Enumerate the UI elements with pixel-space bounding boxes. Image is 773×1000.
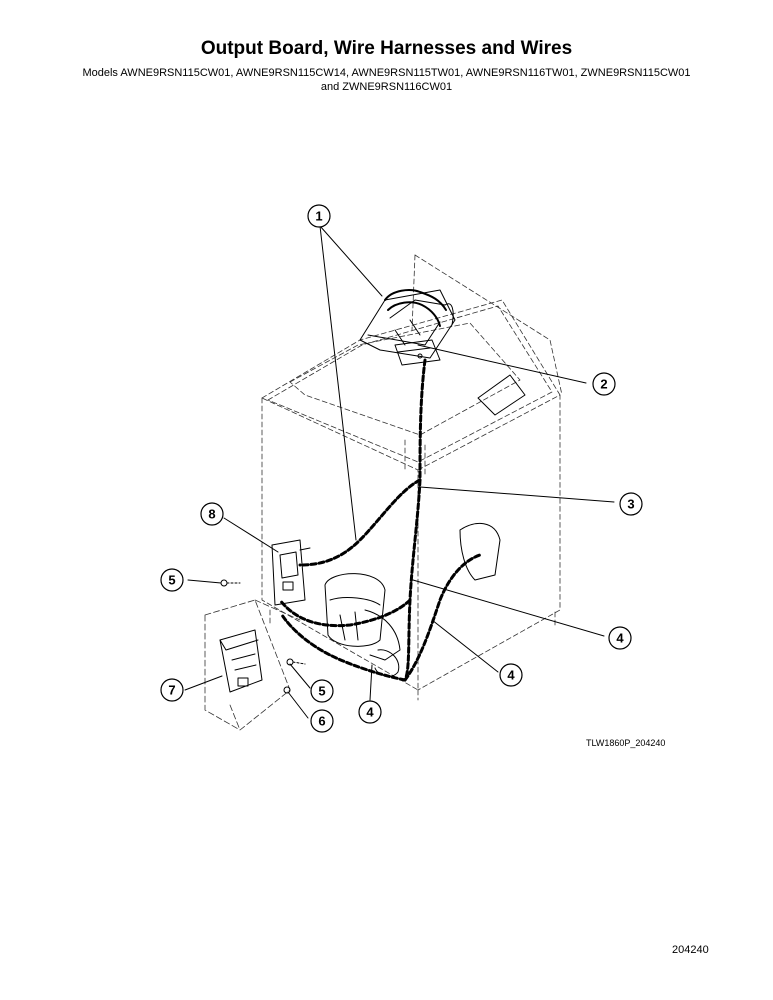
callout-label: 7 xyxy=(168,683,175,698)
page-title: Output Board, Wire Harnesses and Wires xyxy=(200,38,573,59)
callout-label: 5 xyxy=(318,684,325,699)
callout-label: 1 xyxy=(315,209,322,224)
page-number: 204240 xyxy=(672,944,709,956)
callout-label: 3 xyxy=(627,497,634,512)
callout-label: 6 xyxy=(318,714,325,729)
output-board xyxy=(394,339,441,366)
harness-coil xyxy=(384,289,447,327)
washer-cabinet-outline xyxy=(261,254,563,701)
motor-and-pump xyxy=(324,522,501,677)
callout-label: 5 xyxy=(168,573,175,588)
control-bracket xyxy=(271,539,311,606)
drawing-code: TLW1860P_204240 xyxy=(586,738,666,748)
wire-harness-routing xyxy=(278,358,482,682)
model-list: Models AWNE9RSN115CW01, AWNE9RSN115CW14,… xyxy=(40,66,733,94)
callout-label: 4 xyxy=(507,668,515,683)
leader-lines xyxy=(184,225,615,719)
callout-label: 4 xyxy=(366,705,374,720)
callout-circles xyxy=(160,204,643,733)
model-list-line-1: Models AWNE9RSN115CW01, AWNE9RSN115CW14,… xyxy=(82,67,691,79)
exploded-view-phantom xyxy=(204,599,301,731)
model-list-line-2: and ZWNE9RSN116CW01 xyxy=(320,81,453,93)
callout-label: 4 xyxy=(616,631,624,646)
callout-label: 2 xyxy=(600,377,607,392)
output-board-housing xyxy=(219,629,263,693)
callout-label: 8 xyxy=(208,507,215,522)
